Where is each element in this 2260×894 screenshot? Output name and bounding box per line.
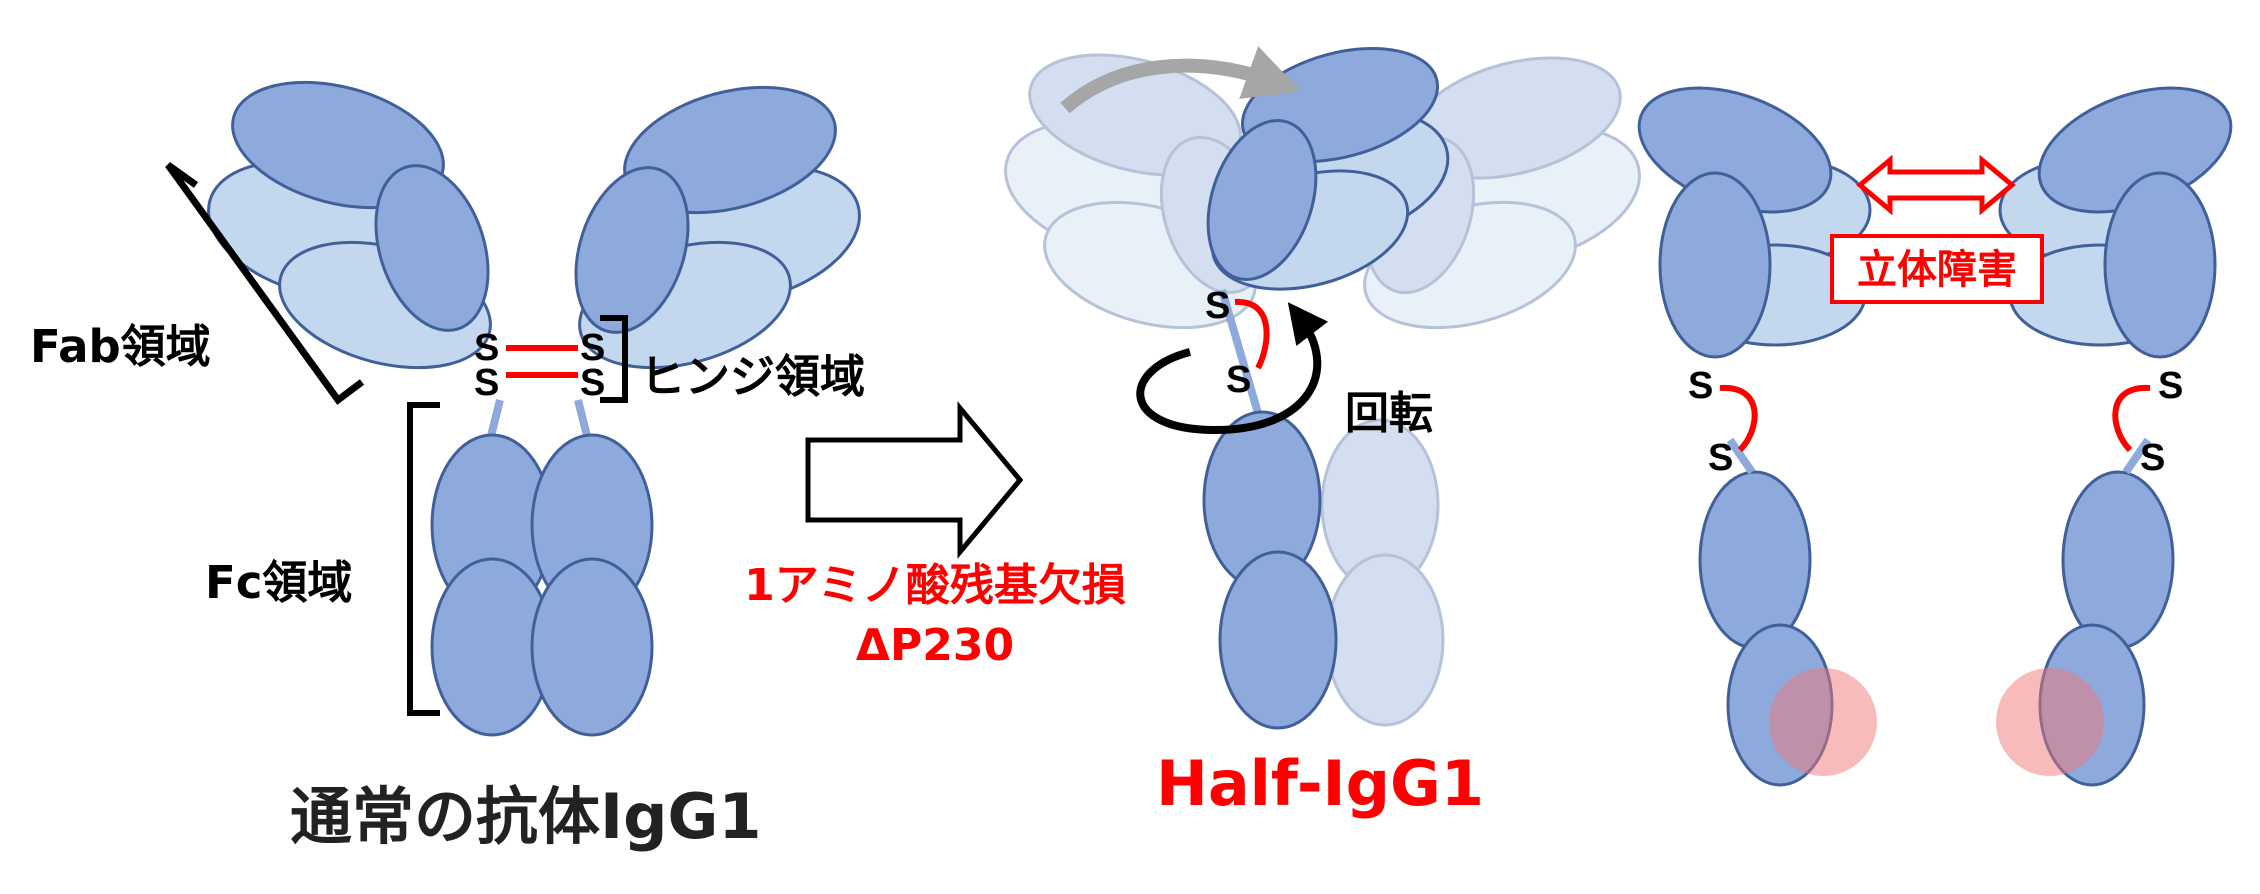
normal-igg1-panel: S S S S Fab領域 ヒンジ領域 Fc領域 通常の抗体IgG1 xyxy=(30,80,865,853)
sulfur-atom: S xyxy=(1226,359,1251,401)
sulfur-atom: S xyxy=(580,327,605,369)
fab-region-label: Fab領域 xyxy=(30,320,211,373)
hinge-disulfide-bonds: S S S S xyxy=(474,327,605,404)
half-antibody-left: S S xyxy=(1637,86,1877,787)
fab-arm-faded-right xyxy=(1363,56,1641,330)
hinge-bracket xyxy=(600,315,628,403)
sulfur-atom: S xyxy=(1708,437,1733,479)
steric-panel: S S S S 立体障害 xyxy=(1637,86,2233,787)
half-igg1-panel: S S 回転 Half-IgG1 xyxy=(1004,46,1641,820)
binding-site-highlight xyxy=(1769,668,1877,776)
steric-double-arrow xyxy=(1856,154,2016,216)
fc-region-label: Fc領域 xyxy=(205,556,352,609)
fc-bracket xyxy=(407,402,440,716)
transition-arrow xyxy=(805,401,1024,559)
fab-bracket xyxy=(165,162,365,405)
hinge-region-label: ヒンジ領域 xyxy=(640,350,865,403)
steric-label-box xyxy=(1830,234,2044,304)
fab-arm-left xyxy=(207,80,492,370)
sulfur-atom: S xyxy=(1688,365,1713,407)
sulfur-atom: S xyxy=(2140,437,2165,479)
fab-arm-right xyxy=(574,85,861,370)
fc-faded xyxy=(1320,418,1445,727)
fc-region xyxy=(430,433,654,737)
rotation-arrow xyxy=(1136,302,1329,435)
normal-igg1-title: 通常の抗体IgG1 xyxy=(290,780,761,853)
mutation-label: ΔP230 xyxy=(856,620,1014,671)
steric-hindrance-label: 立体障害 xyxy=(1857,247,2017,293)
rotation-label: 回転 xyxy=(1345,388,1433,439)
deletion-label: 1アミノ酸残基欠損 xyxy=(744,560,1126,611)
fc-active xyxy=(1202,410,1338,730)
sulfur-atom: S xyxy=(1205,285,1230,327)
gray-curve-arrow xyxy=(1060,46,1302,114)
half-antibody-right: S S xyxy=(1996,86,2233,787)
sulfur-atom: S xyxy=(474,362,499,404)
binding-site-highlight xyxy=(1996,668,2104,776)
sulfur-atom: S xyxy=(474,327,499,369)
half-igg1-title: Half-IgG1 xyxy=(1156,747,1484,820)
sulfur-atom: S xyxy=(2158,365,2183,407)
